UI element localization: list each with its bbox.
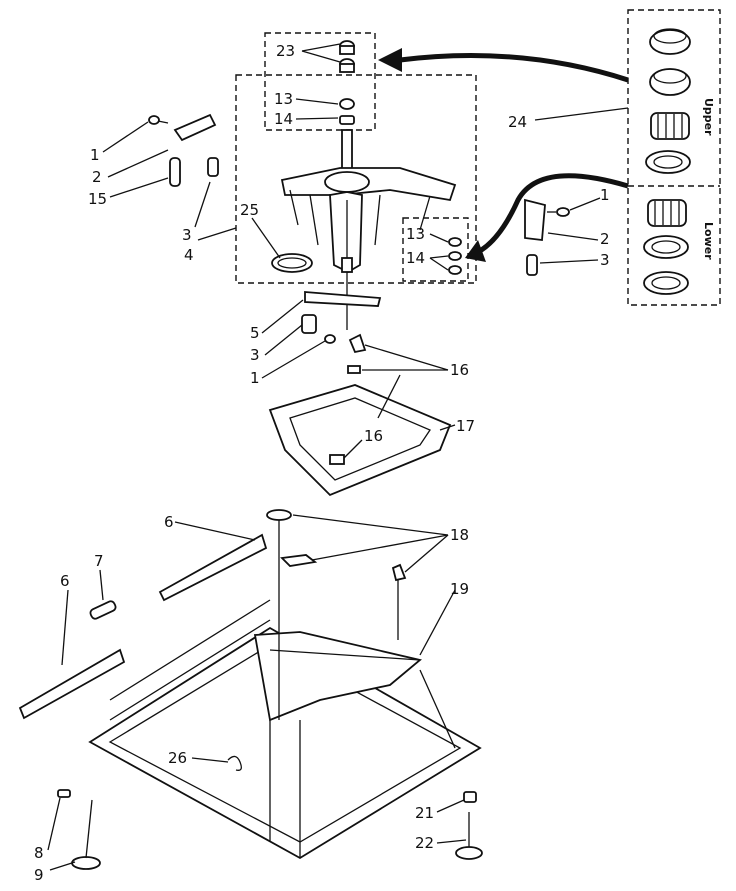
callout-13-upper: 13 [274,90,293,108]
callout-24: 24 [508,113,527,131]
callout-22: 22 [415,834,434,852]
callout-16-upper: 16 [450,361,469,379]
tub-frame [268,333,452,497]
mount-plate-mid [280,554,318,567]
callout-3-left: 3 [182,226,192,244]
leveling-foot-left [57,789,101,870]
callout-6-left: 6 [60,572,70,590]
callout-25: 25 [240,201,259,219]
seal-ring [271,253,313,273]
callout-9: 9 [34,866,44,884]
bracket-upper [158,533,268,602]
callout-15: 15 [88,190,107,208]
callout-17: 17 [456,417,475,435]
callout-2-left: 2 [92,168,102,186]
lower-arrowhead [465,240,486,262]
callout-14-upper: 14 [274,110,293,128]
mount-plate-top [266,509,292,521]
callout-13-lower: 13 [406,225,425,243]
upper-callout-arrow [399,53,629,83]
callout-1-lower: 1 [250,369,260,387]
callout-4: 4 [184,246,194,264]
callout-26: 26 [168,749,187,767]
callout-1-left: 1 [90,146,100,164]
callout-16-lower: 16 [364,427,383,445]
lower-bearing-group-box [402,217,469,282]
lower-set-label: Lower [702,222,715,260]
mount-plate-right [391,563,407,582]
right-hardware [524,198,570,276]
drive-assembly-group-box [235,74,477,284]
lower-bearing-set [643,199,689,295]
upper-set-label: Upper [702,98,715,136]
upper-arrowhead [378,48,402,72]
callout-8: 8 [34,844,44,862]
callout-18: 18 [450,526,469,544]
callout-19: 19 [450,580,469,598]
lower-bearing-stack [448,237,462,275]
callout-1-right: 1 [600,186,610,204]
callout-3-right: 3 [600,251,610,269]
base-frame [88,599,482,860]
spring-7 [89,600,117,620]
callout-labels: 1 2 15 3 4 25 23 13 14 24 1 2 3 13 14 5 … [34,42,610,884]
bearing-kit-panel [627,9,721,306]
callout-14-lower: 14 [406,249,425,267]
left-upper-hardware [148,113,219,187]
upper-bearing-set [645,28,691,174]
bracket-left [18,648,126,720]
upper-bearing-group-box [264,32,376,131]
callout-7: 7 [94,552,104,570]
lower-hardware [301,291,382,344]
callout-3-lower: 3 [250,346,260,364]
callout-21: 21 [415,804,434,822]
leader-lines [47,43,629,871]
callout-23: 23 [276,42,295,60]
lower-callout-arrow [476,173,629,255]
callout-5: 5 [250,324,260,342]
upper-bearing-stack [339,40,355,125]
drive-spider-assembly [280,129,457,274]
spring-26 [227,755,242,771]
leveling-foot-right [455,791,483,860]
callout-2-right: 2 [600,230,610,248]
callout-6-upper: 6 [164,513,174,531]
